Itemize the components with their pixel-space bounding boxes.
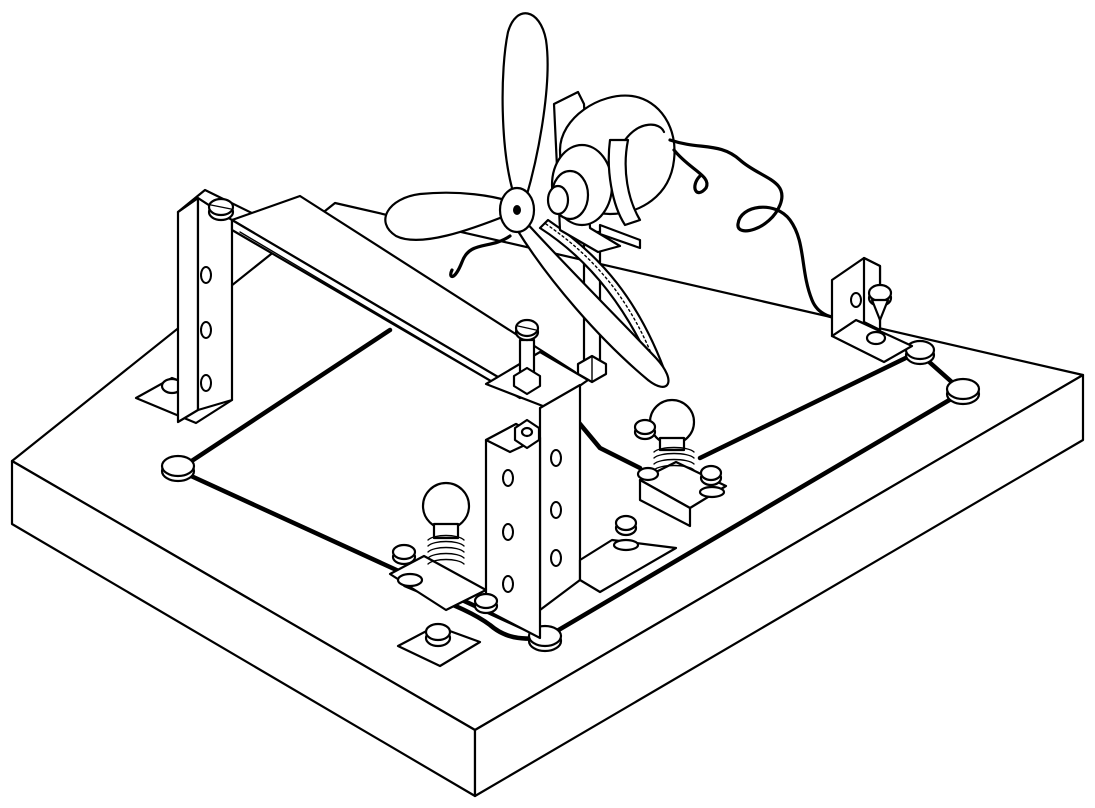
rear-lamp-screw-right-icon [699, 464, 723, 487]
center-foot-screw-icon [612, 514, 640, 552]
terminal-right [945, 377, 981, 406]
left-bracket-screw-icon [207, 197, 235, 222]
motor-leads [449, 138, 862, 324]
center-nut-icon [513, 418, 541, 450]
terminal-left [160, 454, 196, 483]
right-bracket-screw-icon [867, 283, 893, 322]
center-bracket-foot [578, 538, 678, 594]
front-lamp-bulb-icon [421, 481, 471, 540]
metal-strip-bridge [230, 194, 577, 400]
metal-bracket-center [484, 318, 678, 640]
base-right-face [473, 373, 1085, 798]
metal-bracket-left [134, 188, 264, 425]
wire-left-back [175, 327, 393, 473]
metal-bracket-right [830, 256, 914, 364]
wire-to-rear-lamp [697, 349, 921, 461]
motor-clip [607, 138, 642, 227]
terminal-back-right [904, 339, 936, 366]
front-lamp-screw-right-icon [473, 592, 499, 615]
front-lamp-spring [427, 534, 465, 565]
propeller-blade-right [514, 218, 670, 388]
three-blade-propeller [384, 12, 670, 388]
propeller-blade-top [501, 12, 549, 200]
center-bracket-back-upright [538, 383, 582, 612]
lamp-rear [633, 398, 728, 528]
front-terminal-strip [396, 622, 482, 668]
front-strip-screw-icon [424, 622, 452, 648]
propeller-blade-left [384, 191, 514, 241]
rear-lamp-bulb-icon [648, 398, 696, 452]
lamp-front [388, 481, 499, 615]
electric-motor [546, 90, 676, 254]
center-bolt-icon [512, 318, 542, 396]
front-lamp-screw-left-icon [391, 543, 417, 566]
motor-lead-left [449, 234, 512, 279]
motor-lead-right [668, 138, 862, 324]
rear-lamp-spring [653, 446, 695, 471]
left-bracket-side [176, 196, 200, 424]
wire-front-right [542, 389, 966, 641]
rear-lamp-screw-left-icon [633, 418, 657, 441]
